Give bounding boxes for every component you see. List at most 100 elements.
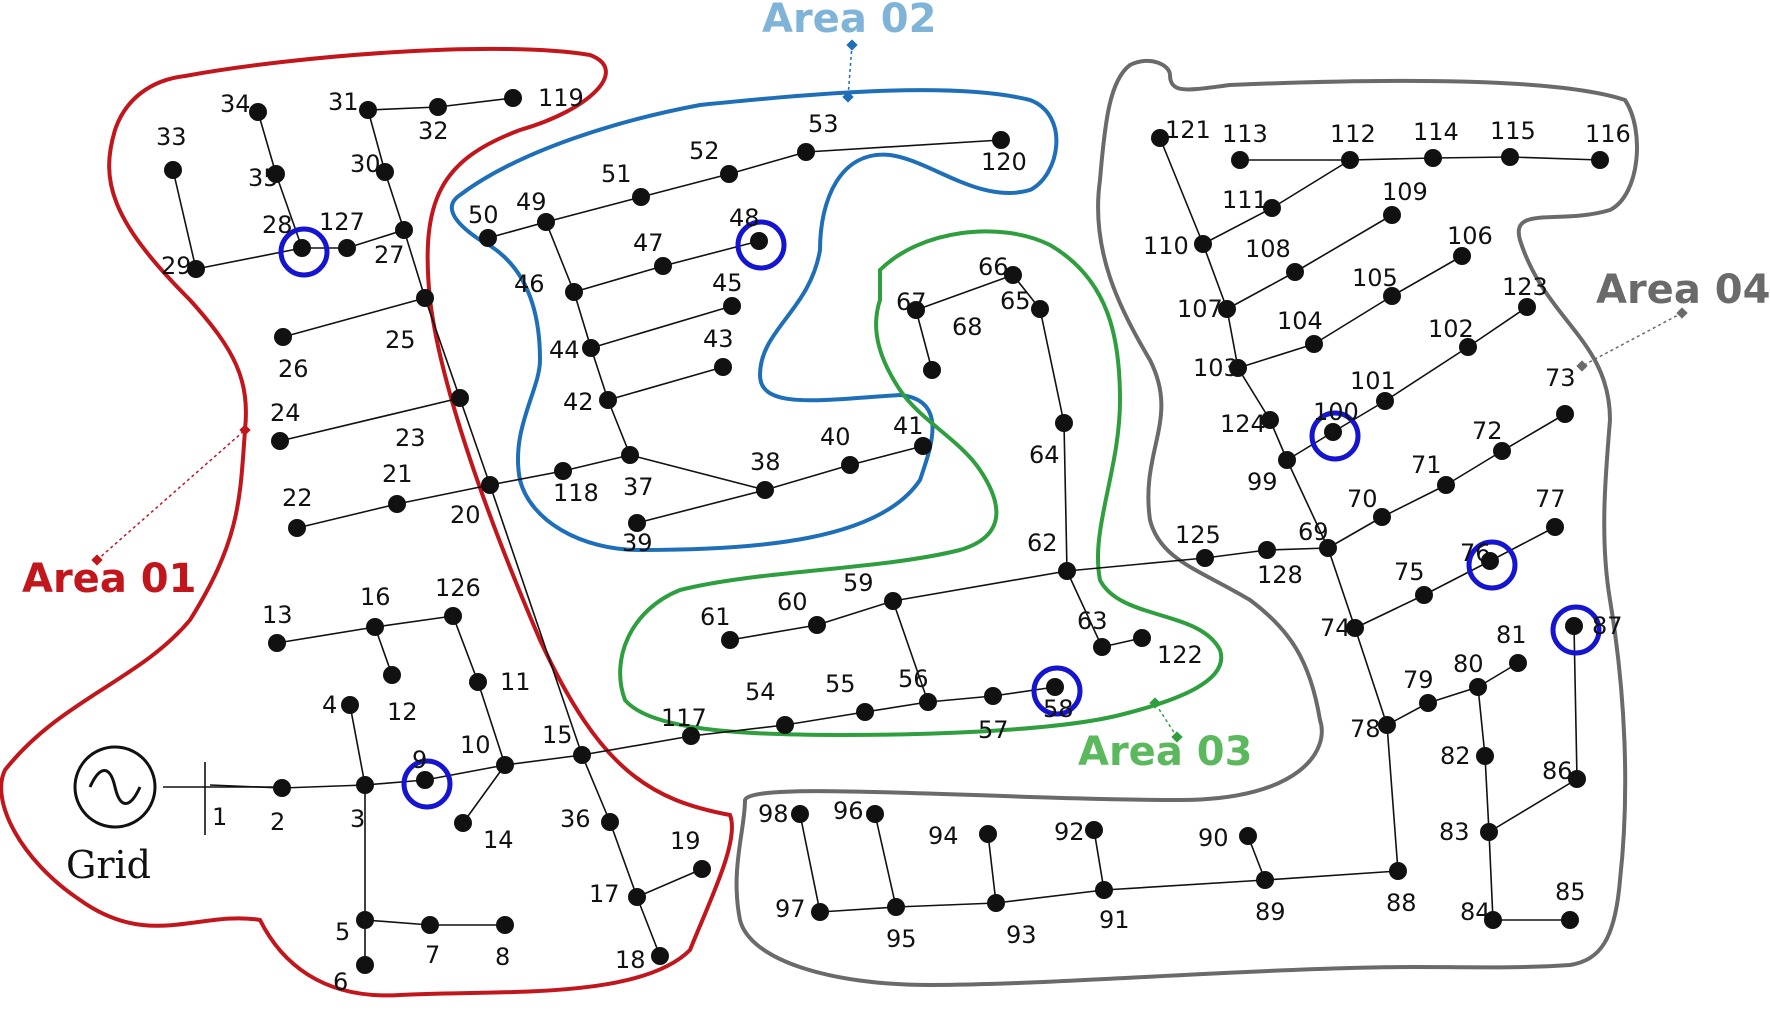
bus-label-6: 6 — [333, 968, 348, 996]
bus-label-109: 109 — [1382, 178, 1428, 206]
bus-label-36: 36 — [560, 805, 591, 833]
bus-label-3: 3 — [350, 805, 365, 833]
bus-label-114: 114 — [1413, 118, 1459, 146]
bus-node-64 — [1055, 414, 1073, 432]
edge-91-92 — [1093, 829, 1105, 891]
bus-node-55 — [856, 703, 874, 721]
bus-label-107: 107 — [1177, 295, 1223, 323]
bus-label-10: 10 — [460, 731, 491, 759]
edge-114-115 — [1432, 156, 1511, 159]
bus-label-94: 94 — [928, 822, 959, 850]
area-02-boundary — [449, 88, 1059, 553]
bus-label-67: 67 — [896, 288, 927, 316]
bus-node-46 — [565, 283, 583, 301]
edge-17-18 — [636, 896, 661, 957]
bus-label-22: 22 — [282, 484, 313, 512]
bus-label-16: 16 — [360, 583, 391, 611]
a2-leader-marker-0 — [846, 39, 858, 51]
edge-71-72 — [1445, 450, 1503, 486]
bus-node-39 — [628, 514, 646, 532]
bus-node-113 — [1231, 151, 1249, 169]
bus-label-124: 124 — [1220, 410, 1266, 438]
edge-28-29 — [195, 247, 303, 270]
edge-62-63 — [1066, 570, 1103, 648]
bus-node-101 — [1376, 392, 1394, 410]
edge-10-15 — [504, 754, 583, 766]
edge-78-88 — [1386, 724, 1399, 872]
edge-46-49 — [545, 221, 575, 293]
bus-node-10 — [496, 756, 514, 774]
bus-node-104 — [1305, 335, 1323, 353]
a4-leader-marker-1 — [1576, 360, 1588, 372]
edge-27-127 — [346, 229, 405, 249]
bus-node-124 — [1261, 411, 1279, 429]
bus-node-77 — [1546, 518, 1564, 536]
bus-label-18: 18 — [615, 946, 646, 974]
bus-node-19 — [693, 860, 711, 878]
bus-node-3 — [356, 776, 374, 794]
edge-60-61 — [729, 624, 818, 641]
bus-label-89: 89 — [1255, 898, 1286, 926]
edge-30-31 — [367, 109, 386, 173]
bus-label-68: 68 — [952, 313, 983, 341]
bus-node-45 — [723, 297, 741, 315]
edge-15-36 — [581, 754, 611, 823]
bus-node-13 — [268, 634, 286, 652]
edge-115-116 — [1509, 156, 1601, 161]
bus-node-29 — [187, 260, 205, 278]
bus-node-34 — [249, 103, 267, 121]
bus-node-18 — [651, 947, 669, 965]
bus-node-44 — [582, 339, 600, 357]
edge-42-44 — [590, 347, 609, 401]
edge-128-69 — [1266, 547, 1329, 551]
edge-111-112 — [1271, 159, 1351, 209]
bus-node-94 — [979, 825, 997, 843]
bus-node-79 — [1419, 694, 1437, 712]
bus-label-122: 122 — [1157, 641, 1203, 669]
bus-label-97: 97 — [775, 895, 806, 923]
edge-86-87 — [1573, 625, 1578, 780]
bus-node-116 — [1591, 151, 1609, 169]
bus-node-5 — [356, 911, 374, 929]
bus-label-56: 56 — [898, 665, 929, 693]
bus-label-35: 35 — [248, 164, 279, 192]
bus-node-83 — [1480, 823, 1498, 841]
edge-70-71 — [1381, 484, 1447, 518]
bus-node-9 — [416, 771, 434, 789]
a3-leader-marker-1 — [1149, 697, 1161, 709]
bus-label-32: 32 — [418, 117, 449, 145]
edge-112-114 — [1349, 157, 1434, 161]
bus-node-2 — [273, 779, 291, 797]
bus-node-26 — [274, 328, 292, 346]
bus-label-78: 78 — [1350, 715, 1381, 743]
bus-label-119: 119 — [538, 84, 584, 112]
bus-node-28 — [293, 239, 311, 257]
bus-label-111: 111 — [1222, 186, 1268, 214]
bus-node-76 — [1481, 552, 1499, 570]
bus-node-88 — [1389, 862, 1407, 880]
edge-10-14 — [462, 764, 506, 824]
bus-node-42 — [599, 391, 617, 409]
bus-label-40: 40 — [820, 423, 851, 451]
edge-57-58 — [992, 686, 1056, 697]
bus-label-30: 30 — [350, 150, 381, 178]
bus-node-115 — [1501, 148, 1519, 166]
edge-83-86 — [1488, 778, 1578, 833]
edge-69-99 — [1286, 459, 1329, 549]
bus-label-65: 65 — [1000, 287, 1031, 315]
bus-node-65 — [1031, 300, 1049, 318]
bus-node-24 — [271, 432, 289, 450]
edge-67-68 — [915, 309, 933, 371]
bus-node-128 — [1258, 541, 1276, 559]
edge-5-7 — [364, 919, 431, 926]
edge-44-46 — [573, 291, 592, 349]
edge-103-107 — [1226, 308, 1239, 369]
bus-node-110 — [1194, 235, 1212, 253]
edge-51-52 — [640, 173, 730, 198]
edge-53-120 — [805, 139, 1002, 153]
edge-3-9 — [364, 779, 426, 786]
edge-75-76 — [1423, 560, 1491, 596]
a3-leader-line — [1154, 702, 1178, 738]
edge-110-121 — [1159, 137, 1204, 245]
bus-label-33: 33 — [156, 123, 187, 151]
